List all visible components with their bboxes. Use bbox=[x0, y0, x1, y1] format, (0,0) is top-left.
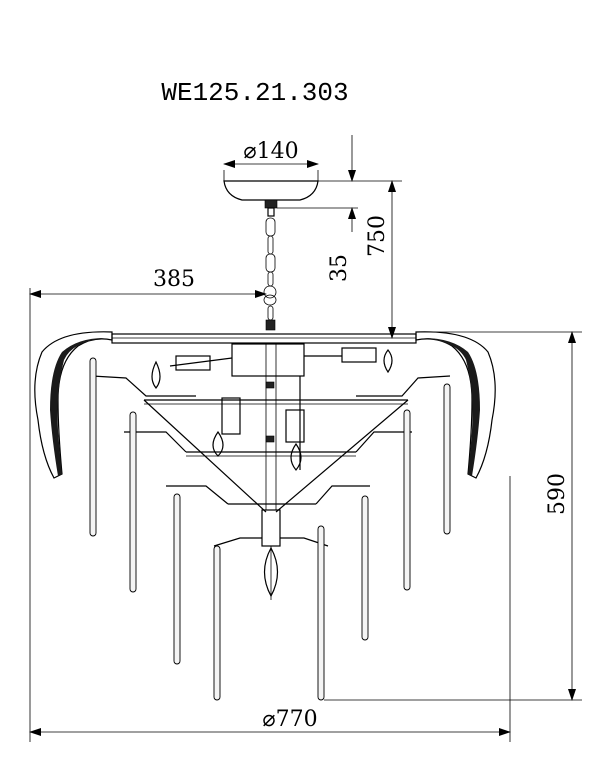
canopy-height-label: 35 bbox=[327, 254, 352, 282]
model-number-title: WE125.21.303 bbox=[161, 78, 348, 108]
canopy bbox=[223, 180, 319, 217]
height-dimensions: 35 750 bbox=[277, 135, 402, 339]
overall-diameter-label: ⌀770 bbox=[262, 707, 317, 732]
body-height-label: 590 bbox=[545, 473, 570, 515]
half-width-label: 385 bbox=[153, 267, 195, 292]
canopy-diameter-dimension: ⌀140 bbox=[223, 139, 319, 181]
side-wings bbox=[34, 331, 496, 479]
body-height-dimension: 590 bbox=[324, 331, 582, 701]
chandelier-frame bbox=[91, 333, 451, 600]
half-width-dimension: 385 bbox=[29, 267, 267, 742]
crystal-rods bbox=[89, 357, 451, 701]
canopy-diameter-label: ⌀140 bbox=[243, 139, 298, 164]
chain bbox=[263, 217, 277, 331]
total-height-label: 750 bbox=[365, 215, 390, 257]
overall-diameter-dimension: ⌀770 bbox=[29, 476, 511, 742]
